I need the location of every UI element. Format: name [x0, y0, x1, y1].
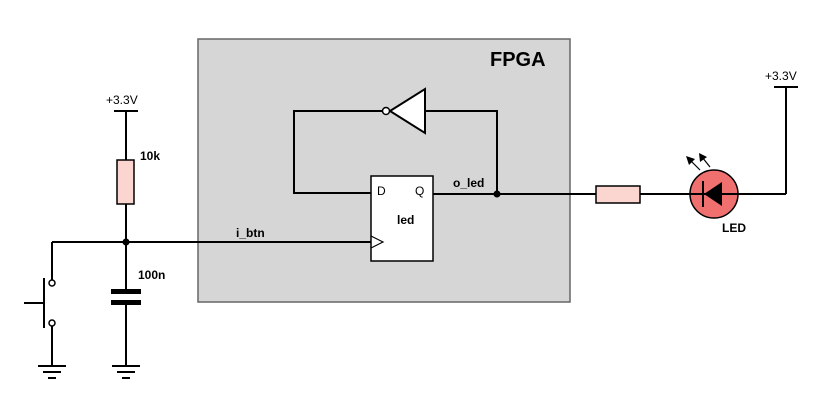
flipflop-box [370, 175, 434, 262]
net-label-o-led: o_led [453, 176, 484, 190]
left-supply-symbol [114, 110, 138, 160]
right-supply-label: +3.3V [765, 69, 797, 83]
led-light-arrows-icon [686, 153, 711, 171]
led-label: LED [722, 221, 746, 235]
right-supply-symbol [774, 86, 798, 194]
led-series-resistor [595, 185, 641, 204]
led-symbol [689, 169, 739, 219]
pullup-resistor [116, 159, 135, 205]
output-junction [493, 190, 501, 198]
button-ground-symbol [38, 365, 66, 379]
capacitor-value: 100n [138, 268, 165, 282]
capacitor [111, 242, 141, 366]
feedback-wire-right [425, 110, 498, 194]
flipflop-name: led [397, 213, 414, 227]
fpga-title: FPGA [490, 49, 546, 71]
inverter-bubble [381, 106, 391, 116]
flipflop-q-pin: Q [415, 184, 424, 198]
capacitor-ground-symbol [112, 365, 140, 379]
left-supply-label: +3.3V [106, 93, 138, 107]
flipflop-d-pin: D [377, 184, 386, 198]
push-button [24, 242, 56, 366]
net-label-i-btn: i_btn [236, 226, 265, 240]
fpga-block [197, 38, 571, 303]
pullup-resistor-value: 10k [140, 149, 160, 163]
clock-input-symbol [370, 235, 385, 249]
feedback-wire-left [293, 110, 385, 194]
